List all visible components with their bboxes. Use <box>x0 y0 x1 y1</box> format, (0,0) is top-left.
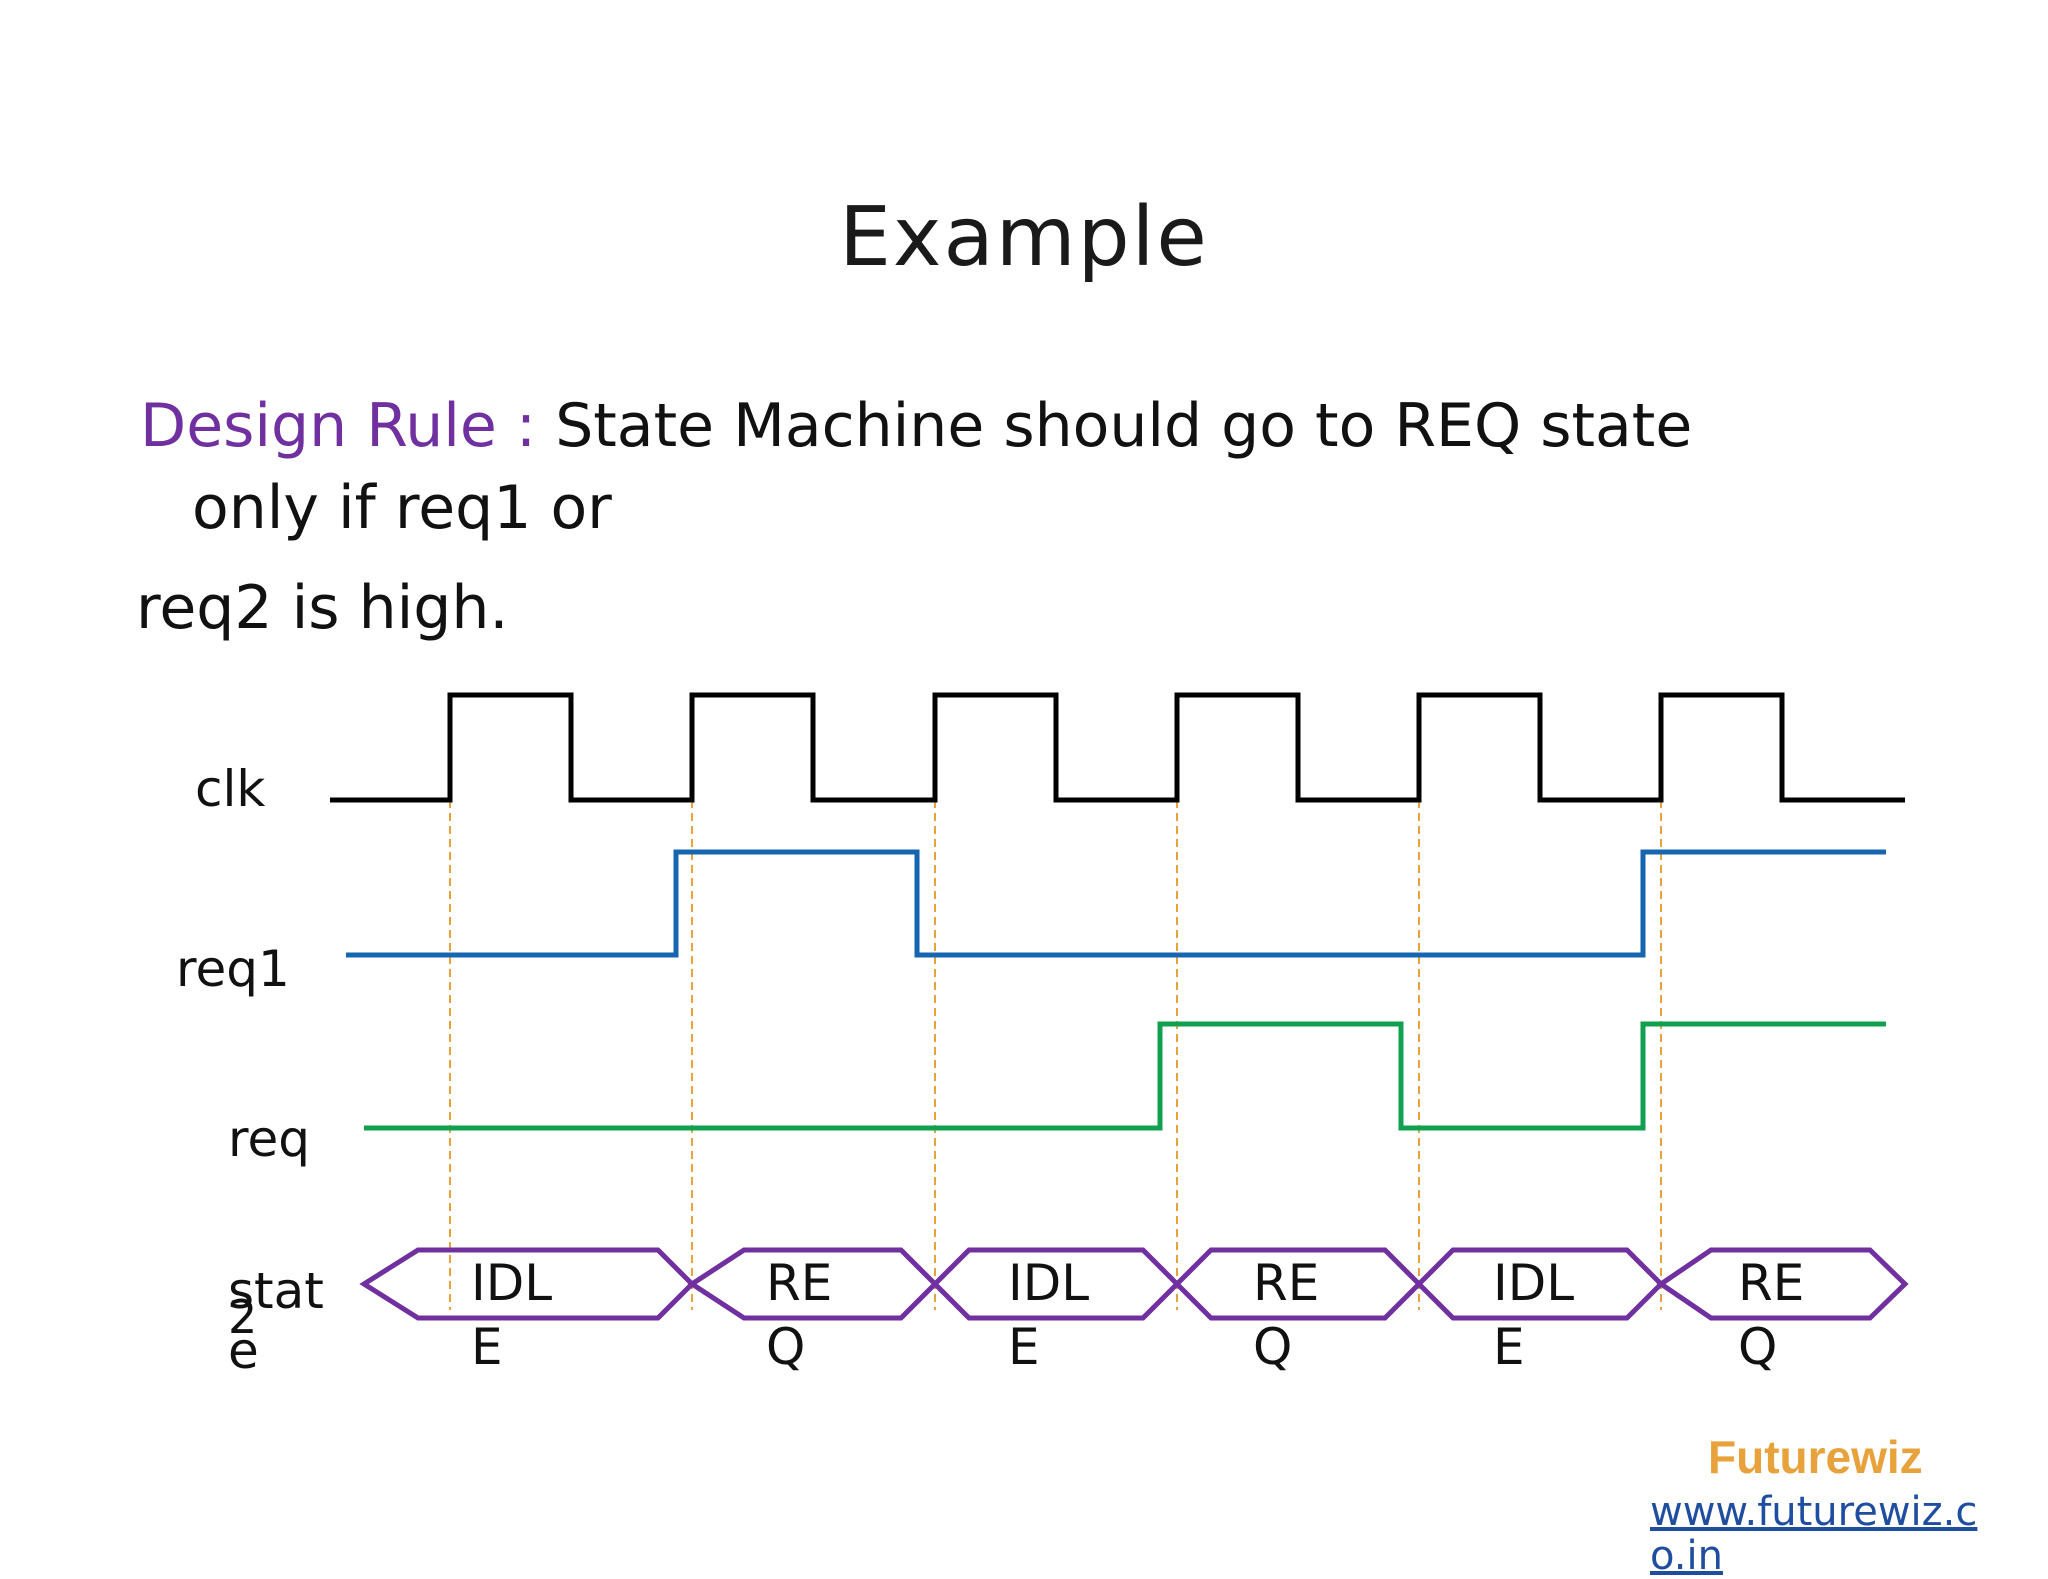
design-rule-label: Design Rule : <box>140 391 537 461</box>
state-2-line-1: RE <box>766 1254 832 1312</box>
state-6-line-2: Q <box>1738 1318 1777 1376</box>
state-4-line-1: RE <box>1253 1254 1319 1312</box>
state-bus <box>359 1247 1909 1321</box>
design-rule-line-1: Design Rule : State Machine should go to… <box>140 392 1692 461</box>
slide-title: Example <box>839 190 1209 285</box>
req2-label-suffix: 2 <box>228 1290 258 1344</box>
state-3-line-1: IDL <box>1008 1254 1089 1312</box>
state-labels: IDL E RE Q IDL E RE Q IDL E RE Q <box>471 1254 1804 1376</box>
timing-diagram: IDL E RE Q IDL E RE Q IDL E RE Q <box>330 692 1909 1376</box>
design-rule-line-2: only if req1 or <box>192 473 612 543</box>
clk-label: clk <box>195 760 266 818</box>
design-rule-line-3: req2 is high. <box>136 573 509 643</box>
state-label-bottom: e <box>228 1322 259 1380</box>
edge-guides <box>449 800 1662 1310</box>
state-5-line-1: IDL <box>1493 1254 1574 1312</box>
clk-waveform <box>330 692 1905 803</box>
design-rule-text-1: State Machine should go to REQ state <box>536 391 1693 461</box>
brand-link[interactable]: www.futurewiz.co.in <box>1650 1489 1978 1579</box>
req1-waveform <box>346 849 1886 958</box>
state-5-line-2: E <box>1493 1318 1525 1376</box>
state-label-top: stat <box>228 1262 324 1320</box>
req2-label: req <box>228 1110 310 1168</box>
brand-logo-text: Futurewiz <box>1708 1431 1923 1483</box>
state-1-line-2: E <box>471 1318 503 1376</box>
state-6-line-1: RE <box>1738 1254 1804 1312</box>
state-segment-6 <box>1656 1247 1909 1321</box>
state-1-line-1: IDL <box>471 1254 552 1312</box>
state-2-line-2: Q <box>766 1318 805 1376</box>
req1-label: req1 <box>176 940 290 998</box>
state-4-line-2: Q <box>1253 1318 1292 1376</box>
req2-waveform <box>364 1021 1886 1131</box>
state-3-line-2: E <box>1008 1318 1040 1376</box>
